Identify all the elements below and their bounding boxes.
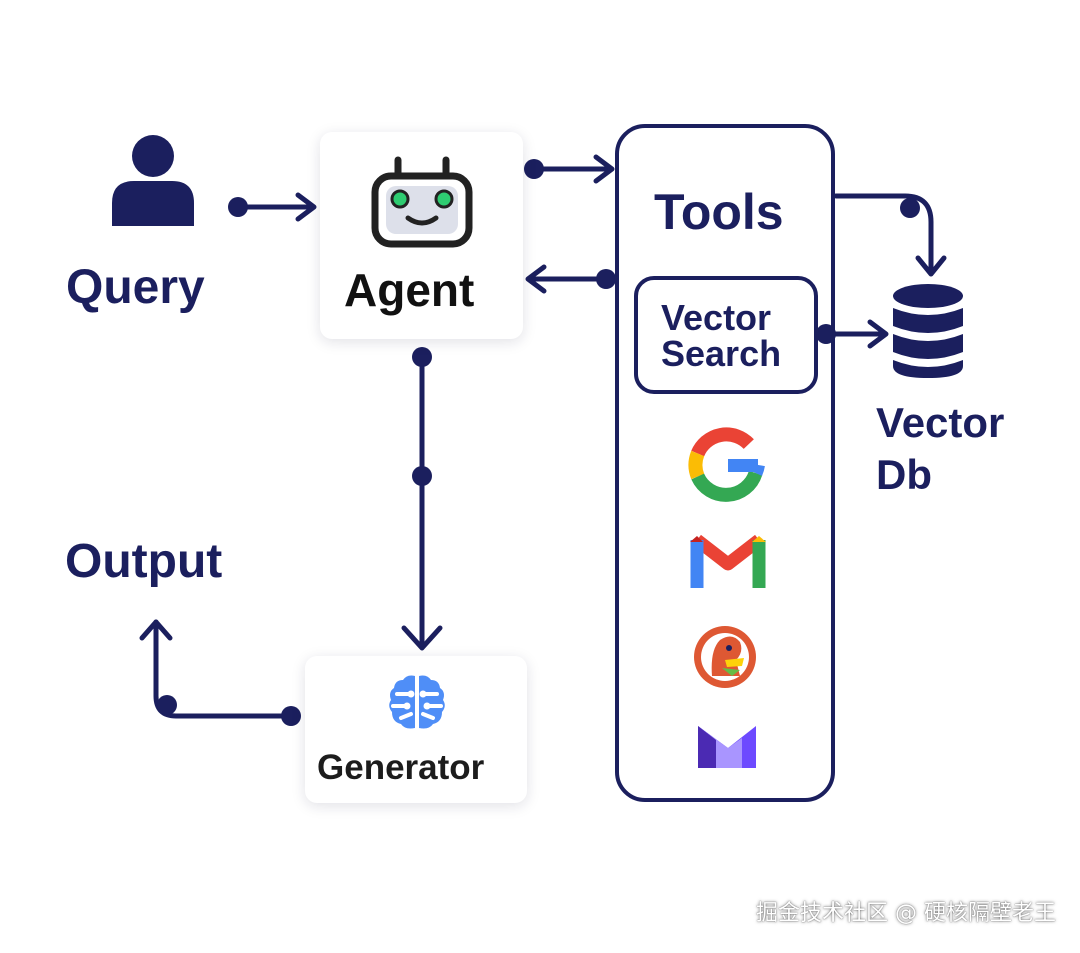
- connector-vectorsearch-vectordb: [816, 319, 889, 349]
- duckduckgo-icon: [694, 626, 756, 688]
- vector-db-label-line1: Vector: [876, 399, 1005, 446]
- vector-search-label-line2: Search: [661, 333, 782, 374]
- query-label: Query: [66, 261, 205, 314]
- vector-search-label-line1: Vector: [661, 297, 772, 338]
- google-icon: [688, 427, 765, 502]
- connector-agent-tools: [524, 154, 615, 184]
- gmail-icon: [690, 534, 766, 588]
- user-icon: [112, 135, 194, 226]
- connector-tools-agent: [525, 264, 616, 294]
- vector-db-label-line2: Db: [876, 451, 932, 498]
- vector-search-box[interactable]: [634, 276, 818, 394]
- tools-label: Tools: [654, 184, 784, 240]
- agent-label: Agent: [344, 264, 475, 316]
- robot-icon: [371, 156, 473, 248]
- generator-label: Generator: [317, 748, 485, 787]
- agent-card[interactable]: Agent: [320, 132, 523, 339]
- proton-mail-icon: [698, 726, 756, 768]
- output-label: Output: [65, 535, 223, 588]
- brain-icon: [389, 675, 445, 729]
- connector-generator-output: [139, 619, 301, 726]
- connector-agent-generator: [401, 347, 443, 651]
- generator-card[interactable]: Generator: [305, 656, 527, 803]
- watermark-text: 掘金技术社区 @ 硬核隔壁老王: [756, 901, 1056, 926]
- database-icon: [893, 284, 963, 378]
- connector-tools-vectordb: [833, 193, 947, 277]
- tools-panel: [615, 124, 835, 802]
- connector-query-agent: [228, 192, 317, 222]
